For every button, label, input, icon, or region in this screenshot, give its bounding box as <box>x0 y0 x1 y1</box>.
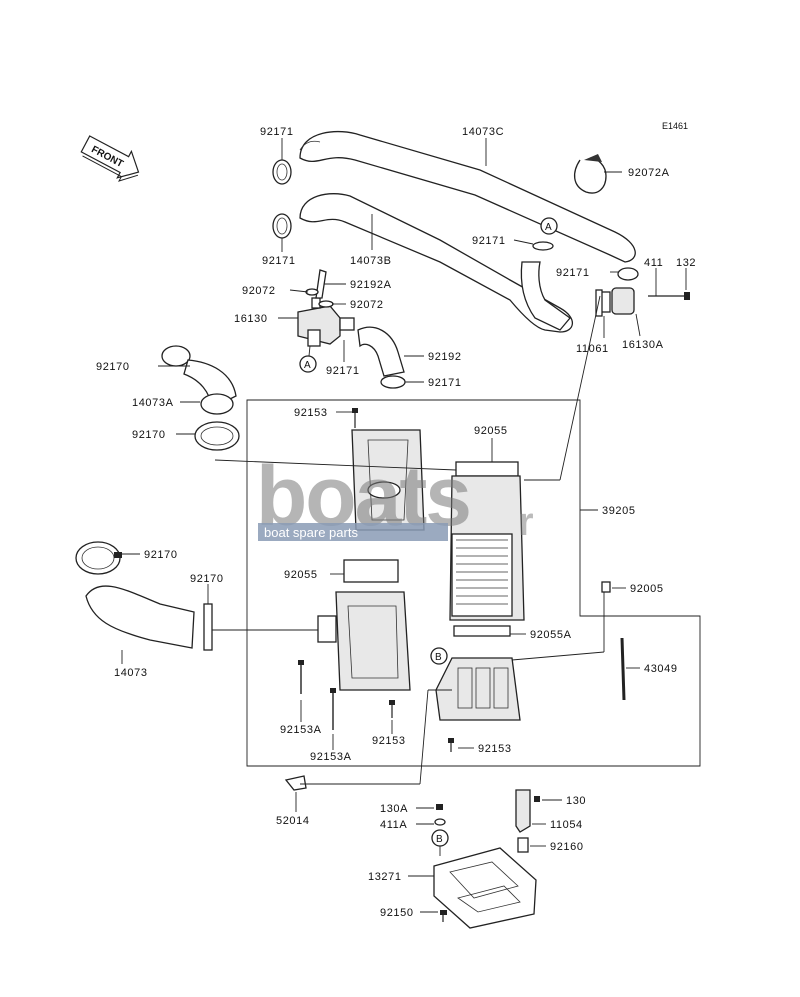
callout-a-top: A <box>540 217 558 235</box>
elbow-14073A <box>161 345 240 451</box>
bracket-11054 <box>515 789 540 853</box>
plenum-lower <box>317 591 411 691</box>
label-43049: 43049 <box>644 663 678 675</box>
plate-13271 <box>433 847 537 929</box>
watermark-suffix: r <box>518 500 534 544</box>
label-16130A: 16130A <box>622 339 664 351</box>
assembly-frame <box>246 399 701 767</box>
label-14073C: 14073C <box>462 126 504 138</box>
clamp-92171-r <box>617 267 639 281</box>
svg-text:A: A <box>304 360 311 371</box>
label-411: 411 <box>644 257 663 269</box>
label-92170-mid: 92170 <box>132 429 166 441</box>
rod-43049 <box>620 637 626 701</box>
bolt-130A <box>434 804 446 826</box>
label-132: 132 <box>676 257 696 269</box>
label-92153-top: 92153 <box>294 407 328 419</box>
label-92171-top: 92171 <box>260 126 294 138</box>
clamp-92171-low <box>380 375 406 389</box>
bolt-92153-top <box>352 408 358 428</box>
label-130: 130 <box>566 795 586 807</box>
bolt-92153-b <box>448 738 454 752</box>
label-130A: 130A <box>380 803 408 815</box>
hose-branch <box>520 261 571 331</box>
label-92055A: 92055A <box>530 629 572 641</box>
label-92192: 92192 <box>428 351 462 363</box>
valve-16130 <box>297 269 355 347</box>
svg-text:B: B <box>435 652 442 663</box>
case-bottom <box>435 657 521 721</box>
label-92055-mid: 92055 <box>284 569 318 581</box>
label-14073B: 14073B <box>350 255 392 267</box>
fitting-52014 <box>284 775 307 791</box>
bolt-92153A-1 <box>298 660 304 694</box>
plenum-upper <box>351 429 425 531</box>
fitting-92005 <box>601 581 611 593</box>
label-92171-low: 92171 <box>326 365 360 377</box>
hose-14073B <box>299 193 574 333</box>
leader-lines <box>120 138 687 913</box>
label-11061: 11061 <box>576 343 609 355</box>
label-411A: 411A <box>380 819 407 831</box>
label-92171-clamp: 92171 <box>428 377 462 389</box>
label-92153A-1: 92153A <box>280 724 322 736</box>
fitting-16130A <box>595 287 635 317</box>
callout-b-low: B <box>431 829 449 847</box>
svg-text:A: A <box>545 222 552 233</box>
front-arrow-icon: FRONT <box>80 135 140 182</box>
bolt-92153A-2 <box>330 688 336 730</box>
gasket-92055A <box>453 625 511 637</box>
watermark-logo: boats r boat spare parts <box>256 449 534 544</box>
band-92072A <box>574 154 607 194</box>
label-92072-l: 92072 <box>242 285 276 297</box>
label-92072A: 92072A <box>628 167 670 179</box>
intercooler-core <box>449 475 525 621</box>
label-11054: 11054 <box>550 819 583 831</box>
callout-a-left: A <box>299 345 317 373</box>
label-92170-top: 92170 <box>96 361 130 373</box>
label-14073A: 14073A <box>132 397 174 409</box>
gasket-92055-mid <box>343 559 399 583</box>
label-92005: 92005 <box>630 583 664 595</box>
hose-14073 <box>75 541 213 651</box>
label-92153A-2: 92153A <box>310 751 352 763</box>
bolt-92153-low <box>389 700 395 718</box>
clamp-92171-top <box>272 159 292 185</box>
label-92150: 92150 <box>380 907 414 919</box>
bolt-92150 <box>440 910 447 922</box>
label-92160: 92160 <box>550 841 584 853</box>
watermark-tagline: boat spare parts <box>264 525 358 540</box>
label-92170-l: 92170 <box>144 549 178 561</box>
label-92171-mid: 92171 <box>262 255 296 267</box>
label-52014: 52014 <box>276 815 310 827</box>
clamp-92171-a <box>532 241 554 251</box>
label-39205: 39205 <box>602 505 636 517</box>
label-16130: 16130 <box>234 313 268 325</box>
label-92055-top: 92055 <box>474 425 508 437</box>
hose-92192 <box>357 326 405 377</box>
label-92170-r: 92170 <box>190 573 224 585</box>
label-92171-r: 92171 <box>556 267 590 279</box>
label-92072-r: 92072 <box>350 299 384 311</box>
bolt-132 <box>648 292 690 300</box>
label-92153-b: 92153 <box>478 743 512 755</box>
callout-b-mid: B <box>430 647 448 665</box>
label-92192A: 92192A <box>350 279 392 291</box>
label-13271: 13271 <box>368 871 402 883</box>
label-92171-a: 92171 <box>472 235 506 247</box>
label-92153-low: 92153 <box>372 735 406 747</box>
part-labels: 92171 14073C 92072A 92171 14073B 92171 9… <box>96 126 696 919</box>
diagram-code: E1461 <box>662 121 688 131</box>
svg-text:B: B <box>436 834 443 845</box>
label-14073: 14073 <box>114 667 148 679</box>
hose-14073C <box>299 130 636 263</box>
clamp-92171-mid <box>272 213 292 239</box>
